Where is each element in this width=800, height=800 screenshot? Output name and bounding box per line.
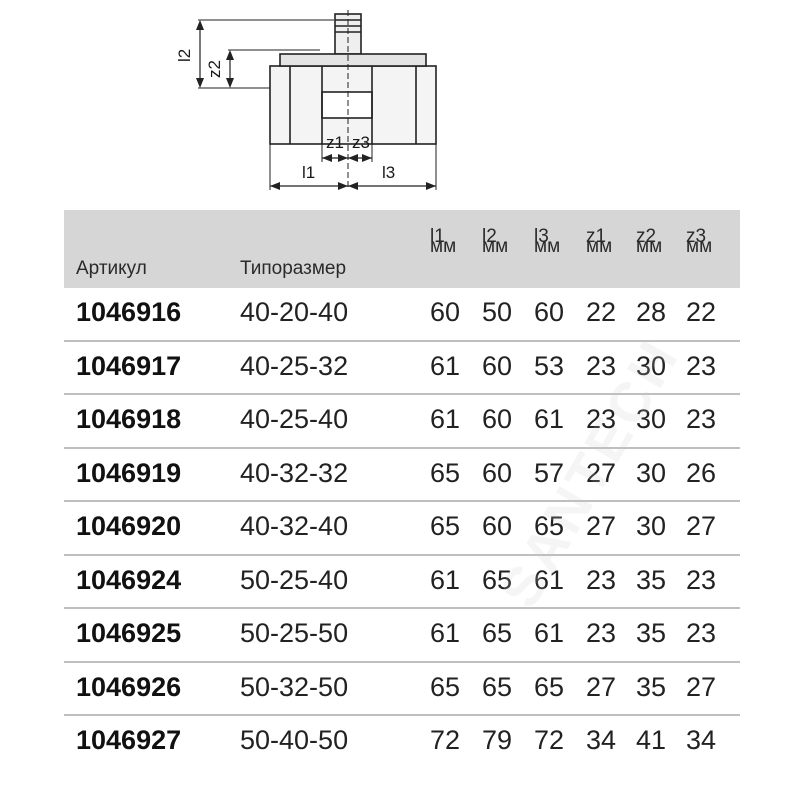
dimension-cell: 34: [586, 725, 617, 755]
article-cell: 1046924: [76, 564, 182, 595]
article-cell: 1046920: [76, 511, 182, 541]
table-row: 1046927 50-40-50 72 79 72 34 41 34: [64, 716, 740, 768]
dimension-cell: 30: [636, 350, 667, 381]
dimension-cell: 72: [430, 725, 461, 755]
dimension-cell: 23: [586, 350, 617, 381]
dimension-cell: 61: [534, 404, 565, 434]
size-cell: 40-25-32: [240, 350, 349, 381]
article-cell: 1046916: [76, 297, 182, 327]
dimension-cell: 22: [586, 297, 617, 327]
dimension-cell: 23: [686, 404, 717, 434]
dimension-cell: 65: [482, 618, 513, 648]
dimension-cell: 79: [482, 725, 513, 755]
dimension-cell: 26: [686, 457, 717, 488]
size-cell: 50-25-40: [240, 564, 349, 595]
article-cell: 1046918: [76, 404, 182, 434]
article-cell: 1046925: [76, 618, 182, 648]
dimension-cell: 27: [686, 671, 717, 702]
label-l1: l1: [302, 163, 315, 182]
dimension-cell: 22: [686, 297, 717, 327]
table-row: 1046918 40-25-40 61 60 61 23 30 23: [64, 395, 740, 449]
dimension-cell: 61: [430, 350, 461, 381]
dimension-cell: 61: [534, 618, 565, 648]
dimension-cell: 41: [636, 725, 667, 755]
dimension-cell: 27: [586, 457, 617, 488]
label-z1: z1: [326, 133, 344, 152]
label-l3: l3: [382, 163, 395, 182]
article-cell: 1046926: [76, 671, 182, 702]
size-cell: 50-32-50: [240, 671, 349, 702]
table-row: 1046924 50-25-40 61 65 61 23 35 23: [64, 556, 740, 609]
dimension-cell: 65: [534, 511, 565, 541]
size-cell: 50-25-50: [240, 618, 349, 648]
tee-dimension-drawing: l2 z2 z1 z3 l1 l3: [175, 10, 437, 190]
dimension-cell: 35: [636, 618, 667, 648]
dimension-cell: 23: [686, 564, 717, 595]
dimension-cell: 65: [482, 671, 513, 702]
dimension-cell: 35: [636, 671, 667, 702]
article-cell: 1046917: [76, 350, 182, 381]
dimension-cell: 23: [586, 618, 617, 648]
dimension-cell: 23: [686, 618, 717, 648]
dimension-cell: 61: [534, 564, 565, 595]
dimension-cell: 30: [636, 457, 667, 488]
label-z2: z2: [205, 60, 224, 78]
dimension-cell: 65: [482, 564, 513, 595]
dimension-cell: 60: [482, 350, 513, 381]
article-cell: 1046927: [76, 725, 182, 755]
dimension-cell: 72: [534, 725, 565, 755]
dimension-cell: 60: [482, 511, 513, 541]
size-cell: 40-25-40: [240, 404, 349, 434]
size-cell: 40-32-32: [240, 457, 349, 488]
article-cell: 1046919: [76, 457, 182, 488]
label-l2: l2: [175, 49, 194, 62]
fitting-drawing: l2 z2 z1 z3 l1 l3: [0, 0, 800, 205]
dimension-cell: 23: [686, 350, 717, 381]
table-row: 1046919 40-32-32 65 60 57 27 30 26: [64, 449, 740, 502]
dimension-cell: 65: [534, 671, 565, 702]
label-z3: z3: [352, 133, 370, 152]
dimension-cell: 60: [482, 404, 513, 434]
dimension-cell: 27: [686, 511, 717, 541]
dimension-cell: 35: [636, 564, 667, 595]
dimension-cell: 23: [586, 564, 617, 595]
dimension-cell: 61: [430, 404, 461, 434]
table-row: 1046916 40-20-40 60 50 60 22 28 22: [64, 288, 740, 342]
table-body: 1046916 40-20-40 60 50 60 22 28 22 1046917 40-25-…: [64, 288, 740, 768]
dimension-cell: 65: [430, 511, 461, 541]
table-row: 1046926 50-32-50 65 65 65 27 35 27: [64, 663, 740, 716]
dimension-cell: 27: [586, 511, 617, 541]
table-row: 1046920 40-32-40 65 60 65 27 30 27: [64, 502, 740, 556]
dimension-cell: 50: [482, 297, 513, 327]
dimension-cell: 65: [430, 457, 461, 488]
dimension-cell: 60: [430, 297, 461, 327]
header-article: Артикул: [76, 258, 147, 279]
dimension-cell: 65: [430, 671, 461, 702]
dimension-cell: 53: [534, 350, 565, 381]
header-size: Типоразмер: [240, 258, 347, 279]
dimension-cell: 57: [534, 457, 565, 488]
dimension-cell: 27: [586, 671, 617, 702]
dimension-cell: 61: [430, 564, 461, 595]
dimension-cell: 28: [636, 297, 667, 327]
dimension-cell: 30: [636, 404, 667, 434]
dimension-cell: 34: [686, 725, 717, 755]
size-cell: 40-20-40: [240, 297, 349, 327]
dimension-cell: 60: [534, 297, 565, 327]
dimension-cell: 61: [430, 618, 461, 648]
table-row: 1046925 50-25-50 61 65 61 23 35 23: [64, 609, 740, 663]
dimension-cell: 23: [586, 404, 617, 434]
size-cell: 40-32-40: [240, 511, 349, 541]
dimension-cell: 30: [636, 511, 667, 541]
size-cell: 50-40-50: [240, 725, 349, 755]
dimension-cell: 60: [482, 457, 513, 488]
table-row: 1046917 40-25-32 61 60 53 23 30 23: [64, 342, 740, 395]
